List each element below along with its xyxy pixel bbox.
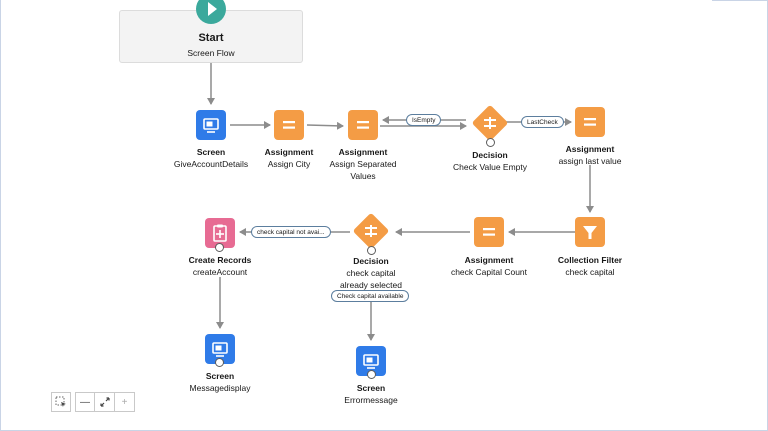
node-type: Assignment (338, 147, 388, 157)
node-label-errormessage: Screen Errormessage (316, 382, 426, 406)
node-type: Create Records (188, 255, 252, 265)
node-name-line1: Assign Separated (329, 159, 397, 169)
outcome-pill-check-capital-not-available[interactable]: check capital not avai... (251, 226, 331, 238)
node-name: Assign City (267, 159, 311, 169)
node-label-assign-separated-values: Assignment Assign Separated Values (308, 146, 418, 182)
assignment-icon (357, 121, 369, 129)
node-label-check-capital: Collection Filter check capital (535, 254, 645, 278)
screen-icon (203, 118, 219, 133)
node-name: Messagedisplay (189, 383, 251, 393)
filter-icon (583, 226, 597, 239)
outcome-pill-isempty[interactable]: IsEmpty (406, 114, 442, 126)
decision-icon (484, 117, 496, 129)
select-icon (55, 396, 66, 407)
node-type: Decision (353, 256, 389, 266)
zoom-in-button[interactable]: + (115, 392, 135, 412)
node-label-check-value-empty: Decision Check Value Empty (435, 149, 545, 173)
decision-connector-dot[interactable] (486, 138, 495, 147)
node-type: Screen (205, 371, 235, 381)
assignment-node-assign-separated-values[interactable] (348, 110, 378, 140)
screen-icon (212, 342, 228, 357)
frame-top-edge (712, 0, 768, 1)
create-connector-dot[interactable] (215, 243, 224, 252)
start-subtitle: Screen Flow (187, 48, 235, 58)
node-name-line2: already selected (340, 280, 402, 290)
screen-icon (363, 354, 379, 369)
start-title: Start (198, 32, 224, 44)
outcome-pill-lastcheck[interactable]: LastCheck (521, 116, 564, 128)
assignment-icon (483, 228, 495, 236)
outcome-pill-check-capital-available[interactable]: Check capital available (331, 290, 410, 302)
fit-icon (99, 397, 110, 407)
node-type: Screen (196, 147, 226, 157)
node-label-messagedisplay: Screen Messagedisplay (165, 370, 275, 394)
create-record-icon (213, 224, 227, 242)
play-icon (196, 0, 226, 24)
frame-left-edge (0, 0, 1, 431)
node-label-createaccount: Create Records createAccount (165, 254, 275, 278)
node-name: Check Value Empty (452, 162, 527, 172)
node-name: createAccount (192, 267, 248, 277)
connector-assign-city-to-separated (306, 121, 344, 130)
canvas-toolbar: — + (51, 392, 135, 412)
node-label-check-capital-count: Assignment check Capital Count (434, 254, 544, 278)
node-type: Collection Filter (557, 255, 623, 265)
decision-node-check-capital-already-selected[interactable] (352, 212, 390, 250)
node-label-giveaccountdetails: Screen GiveAccountDetails (156, 146, 266, 170)
node-type: Assignment (565, 144, 615, 154)
assignment-node-assign-last-value[interactable] (575, 107, 605, 137)
screen-connector-dot[interactable] (215, 358, 224, 367)
decision-node-check-value-empty[interactable] (471, 104, 509, 142)
decision-connector-dot[interactable] (367, 246, 376, 255)
node-name: Errormessage (344, 395, 398, 405)
zoom-controls: — + (75, 392, 135, 412)
node-label-assign-city: Assignment Assign City (234, 146, 344, 170)
screen-connector-dot[interactable] (367, 370, 376, 379)
node-name-line2: Values (350, 171, 376, 181)
node-label-check-capital-already-selected: Decision check capital already selected (316, 255, 426, 291)
screen-node-giveaccountdetails[interactable] (196, 110, 226, 140)
node-name: check Capital Count (450, 267, 528, 277)
zoom-out-button[interactable]: — (75, 392, 95, 412)
assignment-node-check-capital-count[interactable] (474, 217, 504, 247)
assignment-node-assign-city[interactable] (274, 110, 304, 140)
node-name: check capital (565, 267, 615, 277)
node-type: Assignment (464, 255, 514, 265)
node-type: Decision (472, 150, 508, 160)
decision-icon (365, 225, 377, 237)
node-name: assign last value (558, 156, 622, 166)
node-type: Assignment (264, 147, 314, 157)
node-name-line1: check capital (346, 268, 396, 278)
select-elements-button[interactable] (51, 392, 71, 412)
collection-filter-node-check-capital[interactable] (575, 217, 605, 247)
node-name: GiveAccountDetails (173, 159, 249, 169)
node-type: Screen (356, 383, 386, 393)
assignment-icon (283, 121, 295, 129)
assignment-icon (584, 118, 596, 126)
node-label-assign-last-value: Assignment assign last value (535, 143, 645, 167)
fit-view-button[interactable] (95, 392, 115, 412)
